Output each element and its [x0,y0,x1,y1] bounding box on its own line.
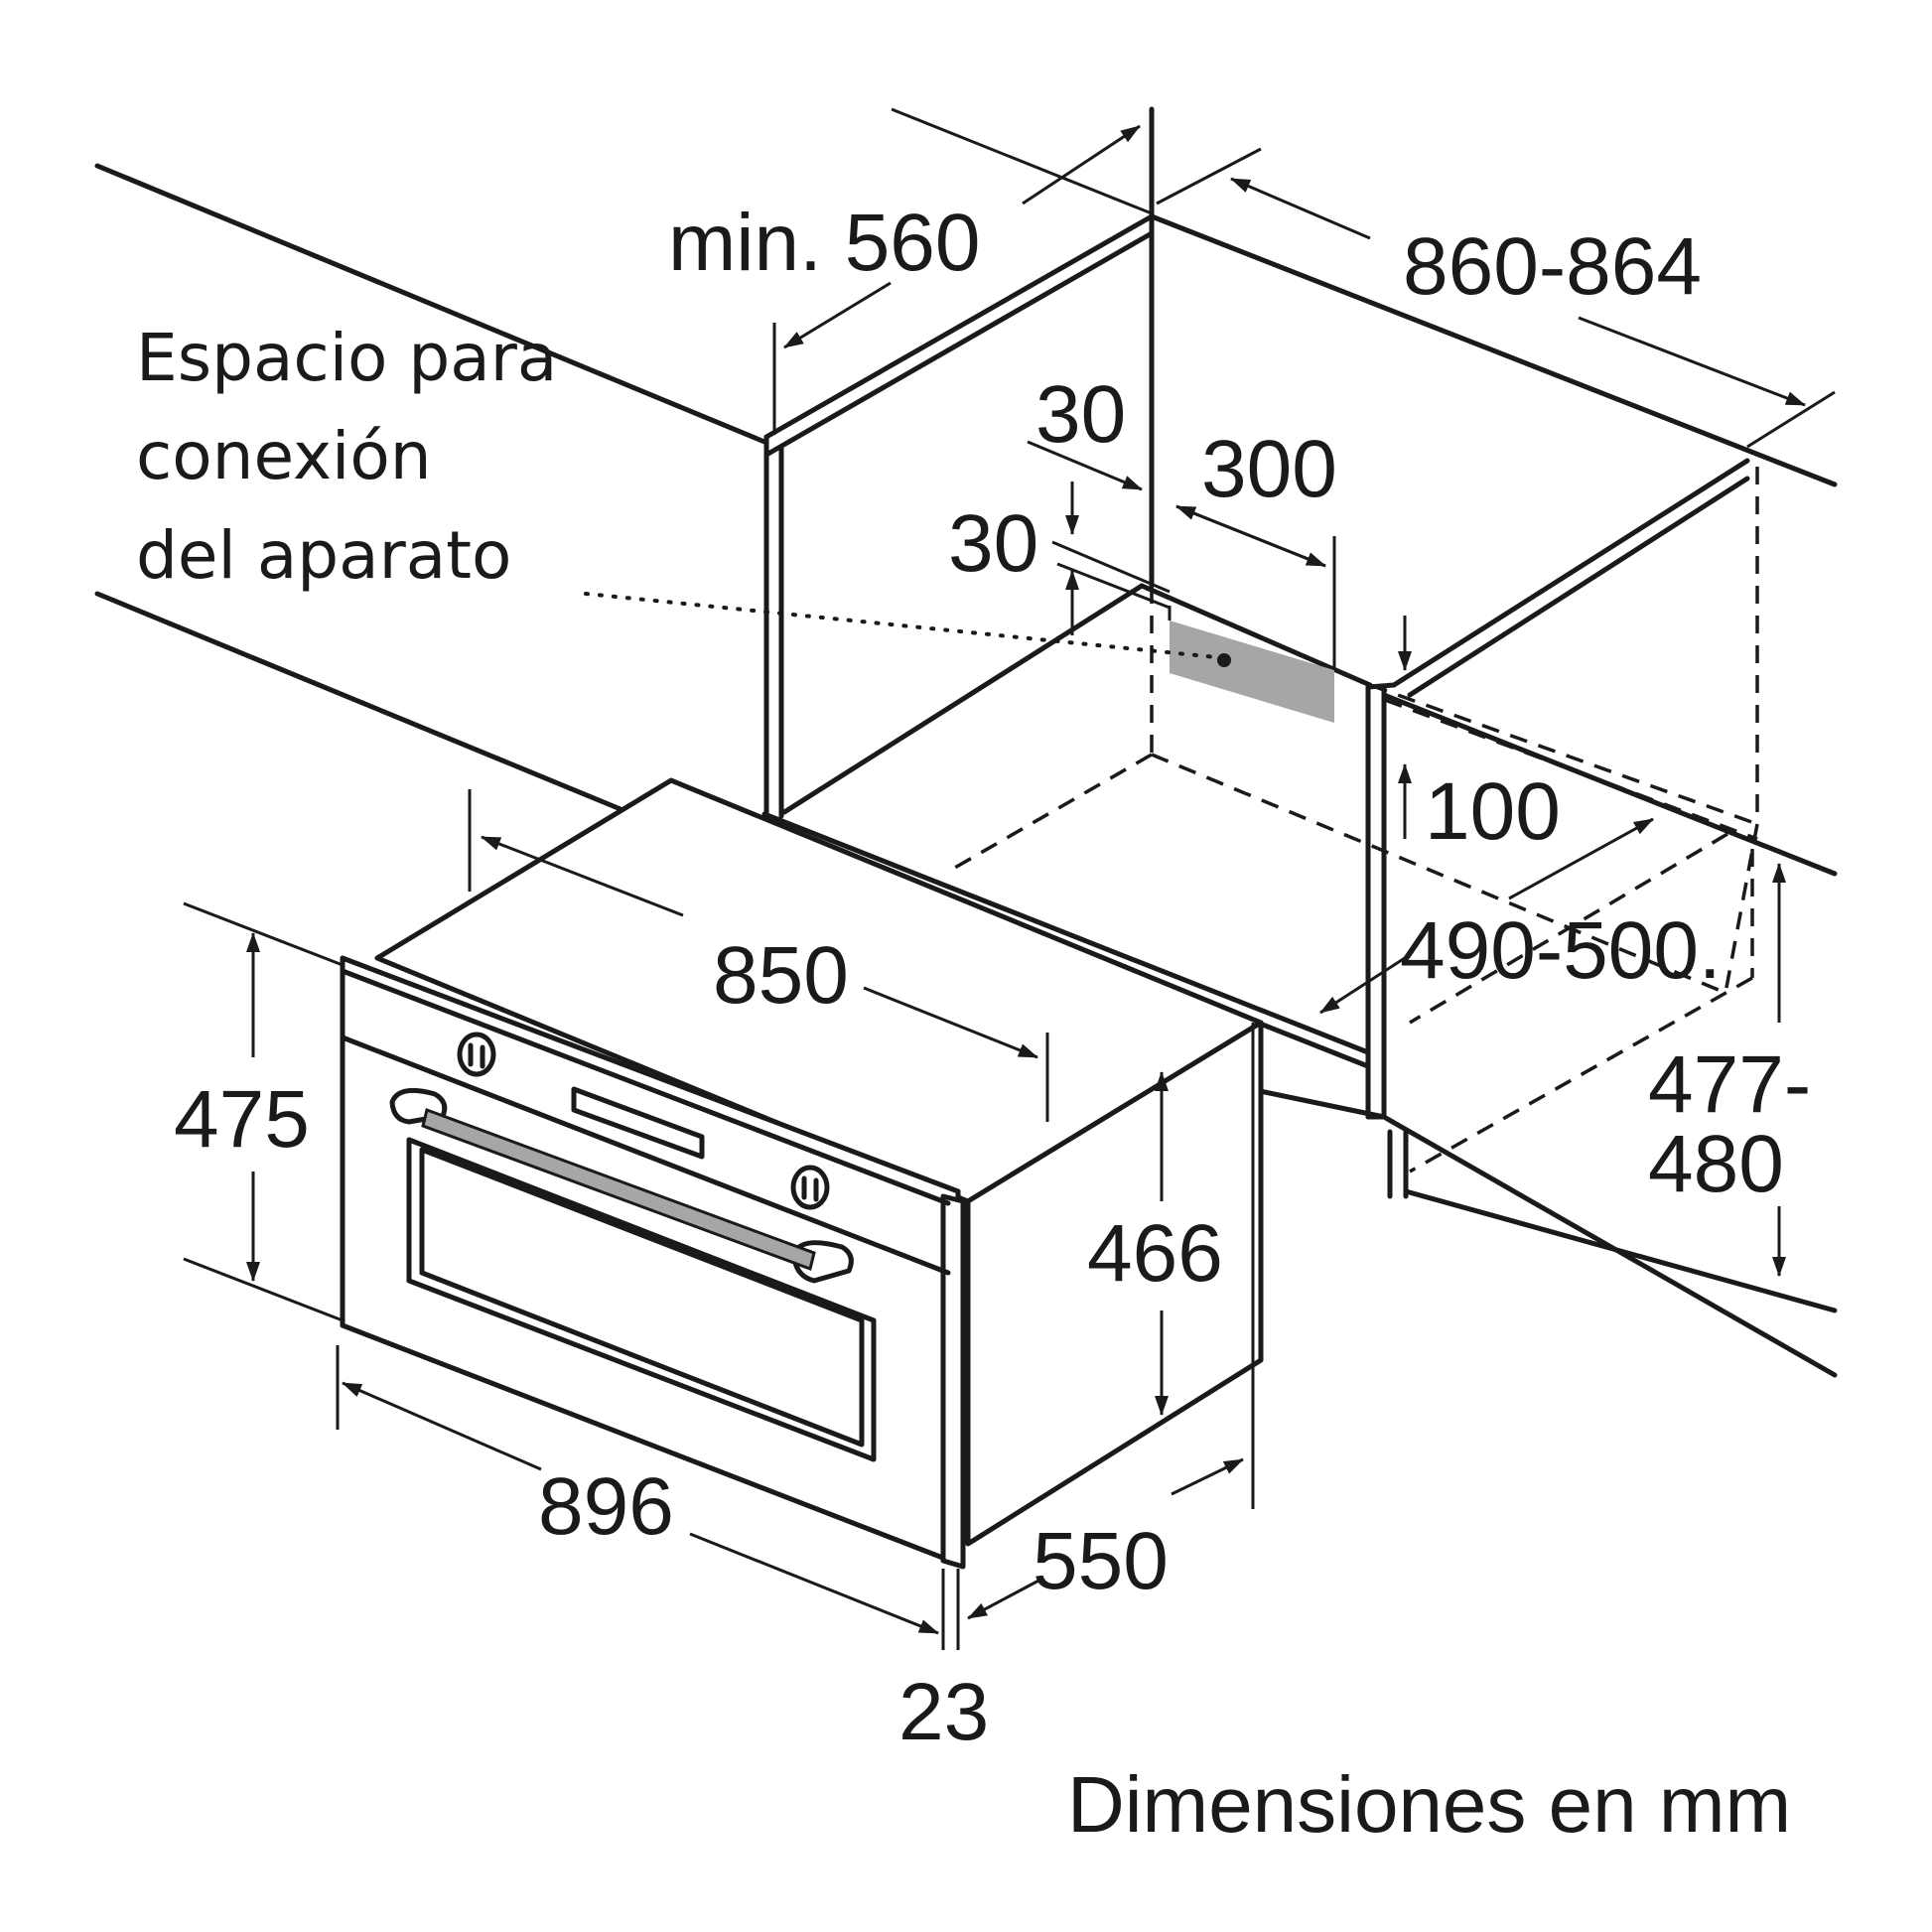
hidden-top-right [1369,683,1758,826]
connection-area [584,592,1334,723]
hidden-floor-right [1409,832,1728,1025]
dimension-lines [183,107,1836,1650]
connection-box [1170,621,1334,723]
hidden-floor-back [1151,753,1726,995]
label-offset-top-b: 30 [948,498,1038,589]
worktop-lower-edge [94,591,623,812]
label-connection-width: 300 [1201,424,1337,514]
front-top-trim [340,968,951,1206]
worktop-upper-edge [94,163,767,445]
niche-floor-back-left [781,583,1145,815]
label-connection-height: 100 [1425,766,1561,857]
oven-window-inner [419,1147,865,1448]
connection-point [1217,653,1231,667]
label-niche-depth: 490-500. [1400,905,1722,996]
niche-back-top-edge [1149,213,1838,487]
label-connection-space-line2: conexión [136,418,432,494]
units-note: Dimensiones en mm [1067,1760,1791,1849]
oven [340,777,1264,1570]
label-body-width: 850 [713,930,849,1021]
control-panel-line [340,1035,951,1276]
oven-front-trim [940,1193,966,1570]
label-body-height: 466 [1087,1208,1223,1299]
niche-back-bottom-edge [1139,583,1373,688]
right-knob [790,1165,830,1210]
hidden-floor-left [952,753,1153,871]
label-niche-height-line1: 477- [1648,1039,1811,1130]
top-board-right [1391,458,1750,688]
top-board-left-inner [763,230,1155,458]
left-knob [457,1032,496,1077]
label-connection-space-line1: Espacio para [136,320,557,396]
niche-floor-front-edge [761,811,1371,1055]
label-niche-width: 860-864 [1403,221,1702,312]
oven-window-outer [406,1137,877,1462]
niche-hidden-outline [952,467,1759,1173]
label-connection-space-line3: del aparato [136,517,511,594]
connection-leader-dotted [584,592,1218,659]
right-cabinet-base-line-2 [1381,1114,1838,1378]
oven-display [571,1086,705,1160]
labels: min. 560 860-864 Espacio para conexión d… [136,198,1811,1849]
hidden-top-right-2 [1384,698,1758,841]
label-offset-top-a: 30 [1035,369,1126,460]
top-board-right-inner [1407,476,1750,698]
label-min-depth: min. 560 [668,198,981,288]
handle-bar [421,1108,816,1271]
label-body-depth: 550 [1033,1516,1169,1606]
top-board-left [763,213,1155,440]
label-niche-height-line2: 480 [1648,1119,1784,1209]
hidden-base-front [1409,976,1753,1173]
label-front-height: 475 [174,1074,310,1165]
label-front-thickness: 23 [898,1667,989,1757]
label-front-width: 896 [538,1461,674,1552]
oven-handle [389,1087,854,1284]
